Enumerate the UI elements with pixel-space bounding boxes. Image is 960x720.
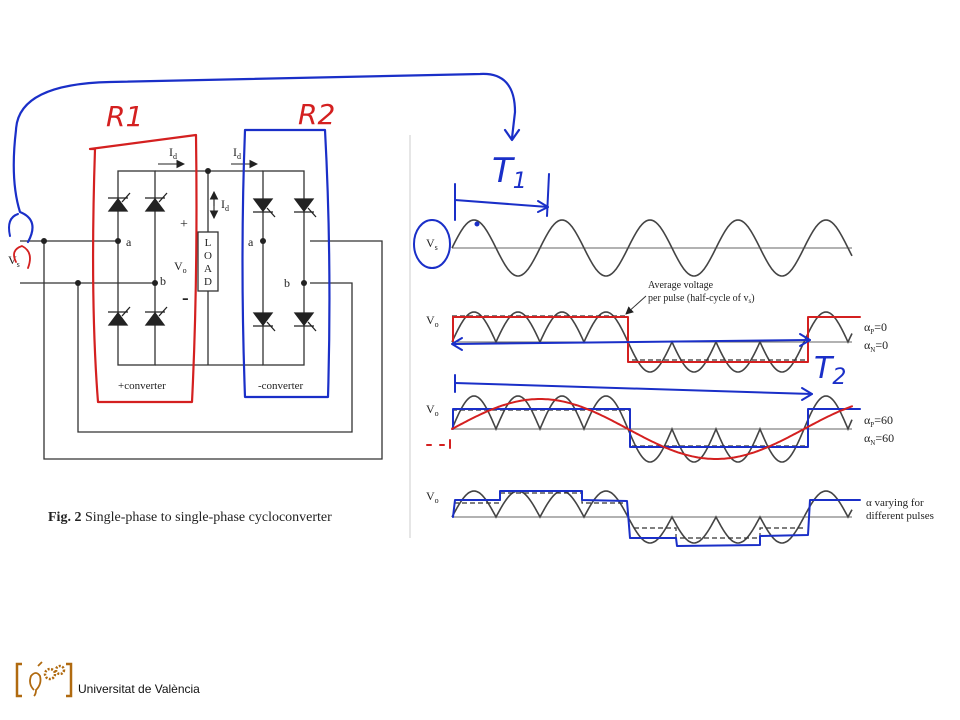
vs-label-circuit: Vs bbox=[8, 253, 20, 269]
svg-text:L: L bbox=[205, 237, 212, 249]
plus-sign: + bbox=[180, 217, 188, 232]
t1-label: T1 bbox=[492, 151, 527, 194]
vo-label-3: Vo bbox=[426, 489, 439, 505]
r2-outline bbox=[241, 128, 331, 399]
alpha-n-row2: αN=60 bbox=[864, 431, 894, 447]
node-b-pos: b bbox=[160, 274, 166, 288]
vs-sine-wave bbox=[451, 219, 853, 277]
connector-arrow bbox=[12, 72, 517, 244]
neg-bridge-frame bbox=[262, 170, 305, 366]
r1-outline bbox=[88, 133, 198, 404]
outer-wire-2 bbox=[20, 282, 353, 433]
id-label-2: Id bbox=[233, 145, 241, 161]
t2-label: T2 bbox=[814, 351, 846, 390]
svg-text:O: O bbox=[204, 250, 212, 262]
circuit-schematic bbox=[20, 168, 383, 460]
alpha-p-row2: αP=60 bbox=[864, 413, 893, 429]
university-logo-icon bbox=[15, 661, 73, 698]
load-letters: L O A D bbox=[204, 237, 212, 288]
vo-label-1: Vo bbox=[426, 313, 439, 329]
avg-note-1: Average voltage bbox=[648, 280, 714, 291]
node-b-neg: b bbox=[284, 276, 290, 290]
thyristor-group-pos bbox=[107, 192, 168, 326]
red-fundamental-row2 bbox=[451, 398, 853, 460]
footer: Universitat de València bbox=[14, 660, 200, 700]
vo-wave-row1 bbox=[451, 311, 853, 373]
vo-label-2: Vo bbox=[426, 402, 439, 418]
vo-wave-row2 bbox=[451, 395, 853, 463]
pos-converter-label: +converter bbox=[118, 380, 166, 392]
outer-wire-1 bbox=[20, 240, 383, 460]
alpha-p-row1: αP=0 bbox=[864, 320, 887, 336]
r2-label: R2 bbox=[298, 98, 335, 131]
thyristor-group-neg bbox=[252, 198, 317, 332]
alpha-varying-2: different pulses bbox=[866, 510, 934, 522]
vo-label-circuit: Vo bbox=[174, 259, 187, 275]
red-avg-row1 bbox=[452, 316, 861, 363]
svg-text:D: D bbox=[204, 276, 212, 288]
avg-note-2: per pulse (half-cycle of vs) bbox=[648, 293, 755, 305]
neg-converter-label: -converter bbox=[258, 380, 304, 392]
id-label-1: Id bbox=[169, 145, 177, 161]
vs-label: Vs bbox=[426, 236, 438, 252]
figure-caption: Fig. 2 Single-phase to single-phase cycl… bbox=[48, 510, 332, 525]
minus-sign: - bbox=[182, 287, 189, 309]
institution-name: Universitat de València bbox=[78, 682, 200, 696]
r1-label: R1 bbox=[106, 100, 143, 133]
id-label-3: Id bbox=[221, 197, 229, 213]
alpha-varying-1: α varying for bbox=[866, 497, 924, 509]
load-box bbox=[197, 231, 219, 292]
svg-text:A: A bbox=[204, 263, 212, 275]
avg-note-pointer bbox=[625, 295, 647, 315]
blue-avg-row2 bbox=[452, 408, 861, 448]
waveform-panel: Vs Vo Vo Vo Average voltage per pulse (h… bbox=[426, 219, 934, 544]
pos-bridge-frame bbox=[117, 170, 156, 366]
blue-avg-row3 bbox=[452, 490, 861, 547]
node-a-pos: a bbox=[126, 235, 132, 249]
hand-annotations bbox=[8, 72, 861, 547]
alpha-n-row1: αN=0 bbox=[864, 338, 888, 354]
node-a-neg: a bbox=[248, 235, 254, 249]
